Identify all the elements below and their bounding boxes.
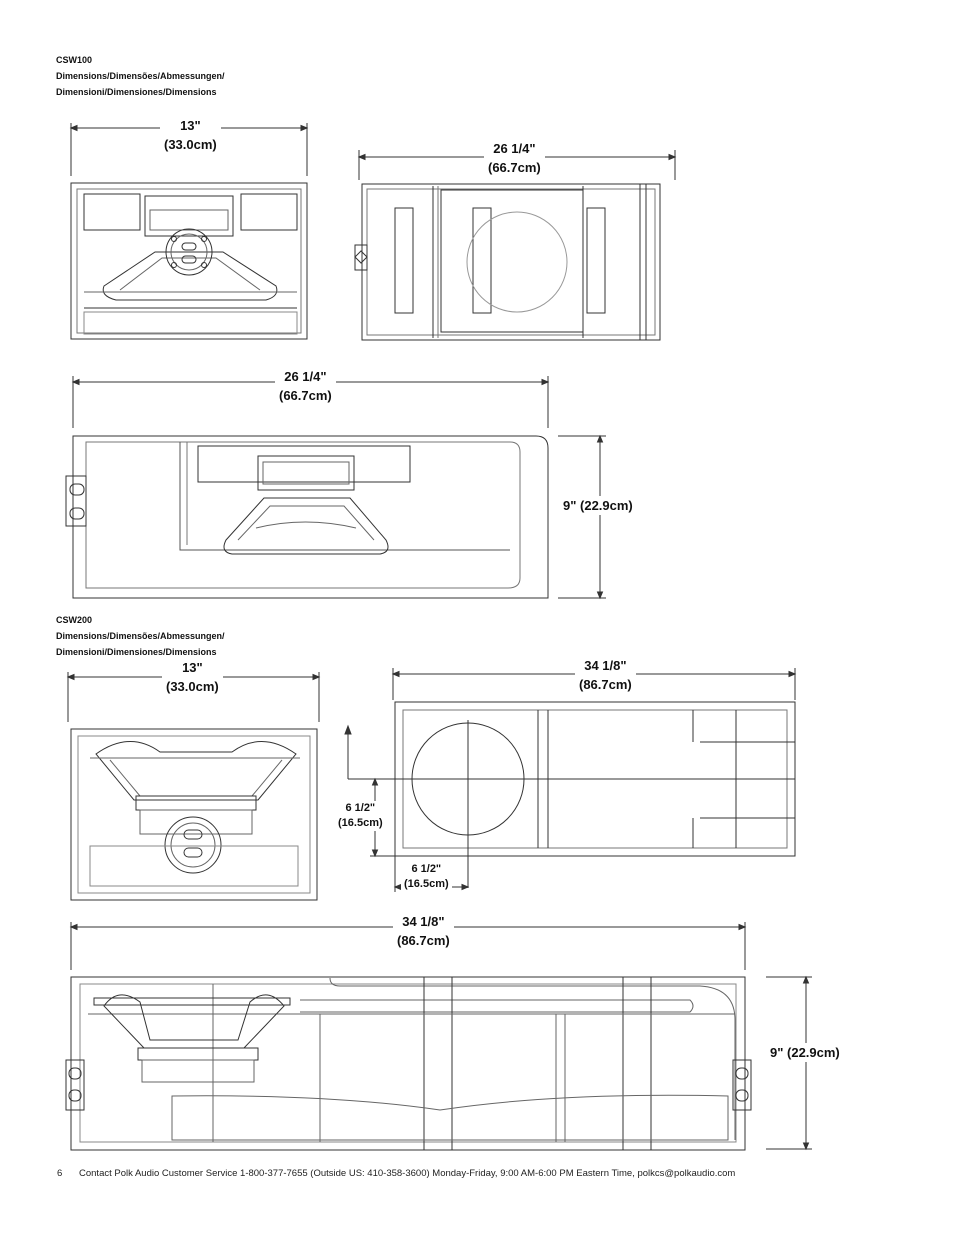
csw200-front-width-label: 13" (33.0cm) [162, 658, 223, 696]
csw200-side-depth-label: 34 1/8" (86.7cm) [393, 912, 454, 950]
csw200-driver-offset-vertical-label: 6 1/2" (16.5cm) [335, 801, 386, 831]
csw100-model-label: CSW100 [56, 55, 93, 65]
csw100-heading: CSW100 Dimensions/Dimensões/Abmessungen/… [56, 52, 225, 100]
csw200-model-label: CSW200 [56, 615, 93, 625]
csw100-front-width-label: 13" (33.0cm) [160, 116, 221, 154]
csw100-side-depth-label: 26 1/4" (66.7cm) [275, 367, 336, 405]
csw200-heading-line2: Dimensioni/Dimensiones/Dimensions [56, 647, 217, 657]
csw100-top-view [354, 150, 677, 341]
page-number: 6 [57, 1168, 63, 1179]
csw100-heading-line2: Dimensioni/Dimensiones/Dimensions [56, 87, 217, 97]
csw200-side-height-label: 9" (22.9cm) [766, 1043, 844, 1062]
csw200-front-view [66, 672, 321, 901]
csw200-heading-line1: Dimensions/Dimensões/Abmessungen/ [56, 631, 225, 641]
csw200-top-depth-label: 34 1/8" (86.7cm) [575, 656, 636, 694]
csw100-heading-line1: Dimensions/Dimensões/Abmessungen/ [56, 71, 225, 81]
csw200-side-view [65, 922, 812, 1151]
csw200-heading: CSW200 Dimensions/Dimensões/Abmessungen/… [56, 612, 225, 660]
csw200-top-view [344, 668, 797, 892]
csw100-side-height-label: 9" (22.9cm) [559, 496, 637, 515]
contact-info: Contact Polk Audio Customer Service 1-80… [79, 1168, 736, 1179]
csw200-driver-offset-horizontal-label: 6 1/2" (16.5cm) [401, 862, 452, 892]
csw100-front-view [69, 123, 309, 340]
csw100-side-view [65, 376, 606, 600]
csw100-top-depth-label: 26 1/4" (66.7cm) [484, 139, 545, 177]
page-footer: 6 Contact Polk Audio Customer Service 1-8… [57, 1168, 735, 1179]
